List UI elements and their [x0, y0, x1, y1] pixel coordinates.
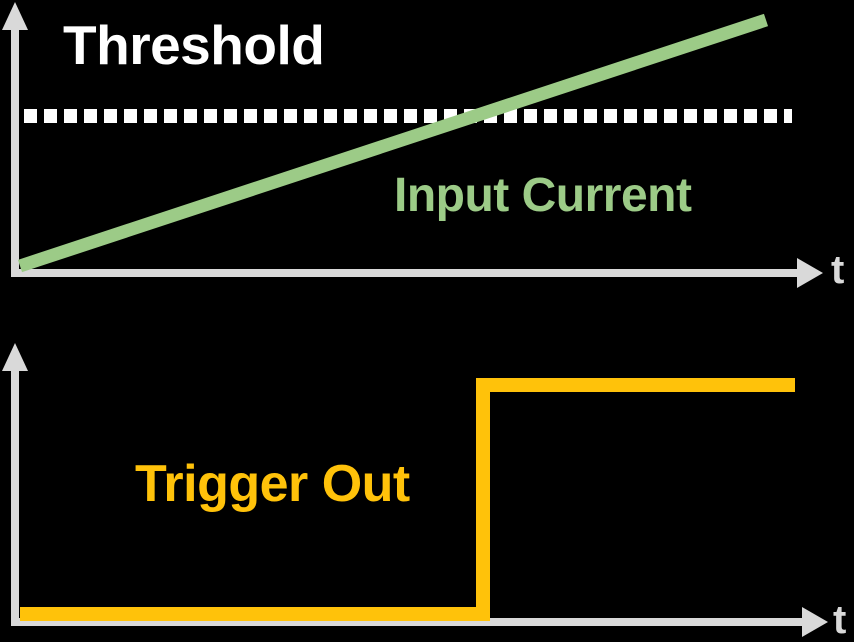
x-axis-bottom: [11, 607, 828, 637]
x-axis-top: [11, 258, 823, 288]
x-axis-label-bottom: t: [833, 598, 847, 642]
threshold-label: Threshold: [63, 14, 325, 76]
input-current-panel: Threshold Input Current t: [0, 0, 854, 320]
y-axis-bottom: [2, 343, 28, 623]
trigger-out-label: Trigger Out: [135, 455, 410, 513]
x-axis-label-top: t: [831, 248, 845, 292]
input-current-ramp: [17, 13, 769, 273]
input-current-plot: [2, 2, 823, 288]
input-current-label: Input Current: [394, 169, 692, 222]
trigger-out-plot: [2, 343, 828, 637]
trigger-out-step-waveform: [20, 378, 795, 621]
y-axis-top: [2, 2, 28, 274]
trigger-out-panel: Trigger Out: [0, 320, 854, 640]
